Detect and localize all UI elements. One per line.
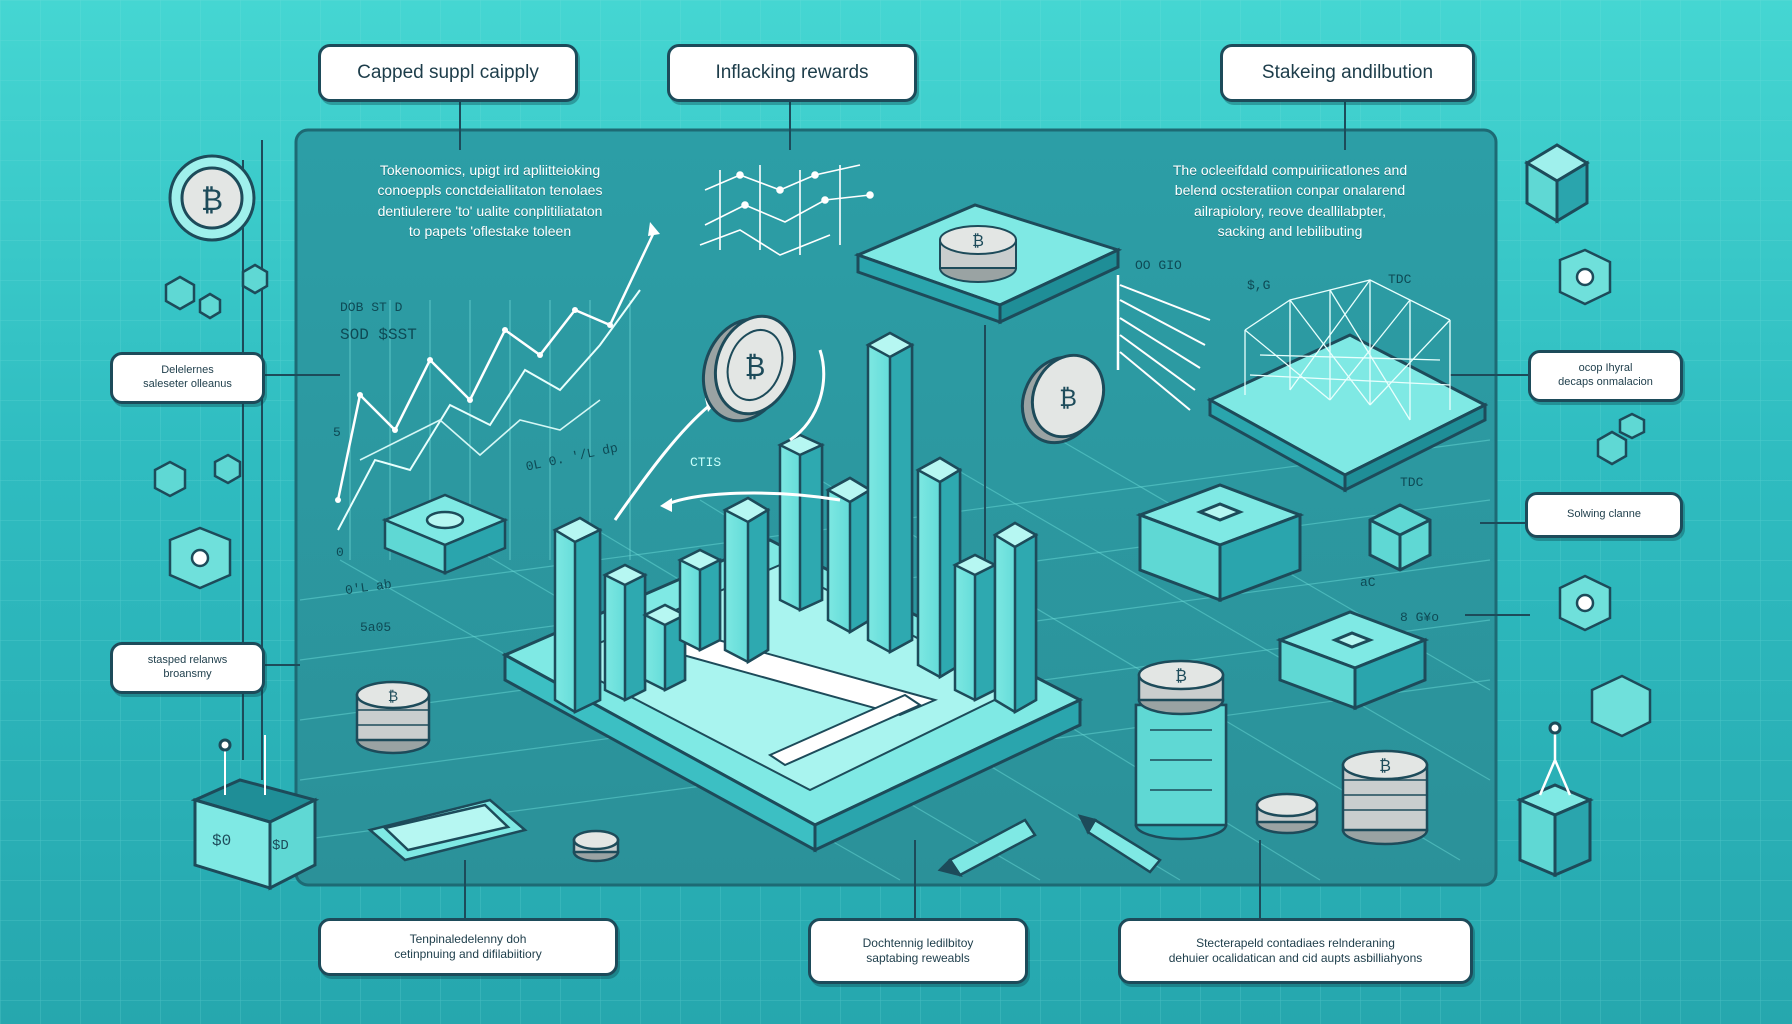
bar-4 [677,548,723,653]
coin-stack-right: ₿ [1341,749,1429,846]
bar-7 [825,476,873,635]
bar-9 [915,456,963,680]
coin-stack-top: ₿ [939,225,1017,283]
server-box-small [1275,610,1430,711]
svg-text:₿: ₿ [972,231,984,250]
line-series-3 [359,399,601,461]
bar-6 [777,433,826,612]
bar-8 [865,331,915,655]
network-sketch [699,164,874,256]
sg-label: $,G [1247,278,1271,293]
panel-text-right: The ocleeifdald compuiriicatlones and be… [1172,162,1408,239]
network-node-icon [168,248,1652,738]
tdc-top-label: TDC [1388,272,1412,287]
box-label-left: $0 [212,832,232,850]
coin-large: ₿ [701,314,797,423]
svg-text:₿: ₿ [388,689,398,705]
arrow-head [660,498,672,512]
bar-5 [722,496,771,665]
callout-inflacking-rewards: Inflacking rewards [667,44,917,102]
wireframe-lattice [1206,279,1489,493]
cash-box [190,735,320,891]
flow-arrows [613,349,841,521]
bill-stack [381,493,509,575]
chart-label-five: 5 [333,425,341,440]
callout-right-middle: Solwing clanne [1525,492,1683,538]
server-box-large [1135,483,1305,603]
coin-medium: ₿ [1020,353,1106,445]
coin-small-left [572,829,620,863]
bar-chart-3d [552,331,1039,715]
bar-11 [992,521,1039,715]
chart-label-top: DOB ST D [340,300,403,315]
callout-left-lower: stasped relanws broansmy [110,642,265,694]
right-chart-label: OO GIO [1135,258,1182,273]
svg-text:₿: ₿ [1175,666,1187,685]
bar-10 [952,553,998,703]
bar-1 [552,516,603,714]
hex-node-icons [153,263,1646,498]
callout-capped-supply: Capped suppl caipply [318,44,578,102]
coin-stack-left: ₿ [355,680,431,755]
cts-label: CTIS [690,455,722,470]
panel-text-left: Tokenoomics, upigt ird apliitteioking co… [377,162,603,239]
callout-bottom-middle: Dochtennig ledilbitoy saptabing reweabls [808,918,1028,984]
callout-bottom-right: Stecterapeld contadiaes relnderaning deh… [1118,918,1473,984]
coin-small-right [1255,792,1319,835]
box-label-right: $D [272,838,289,854]
ac-label: aC [1360,575,1376,590]
svg-text:₿: ₿ [745,350,766,383]
line-chart-right [1116,275,1211,411]
callout-bottom-left: Tenpinaledelenny doh cetinpnuing and dif… [318,918,618,976]
svg-text:₿: ₿ [1059,384,1077,412]
callout-staking-distribution: Stakeing andilbution [1220,44,1475,102]
line-series-1 [336,229,657,501]
gio-label: 8 G¥o [1400,610,1440,625]
tower-icon [1516,721,1594,878]
tdc-mid-label: TDC [1400,475,1424,490]
chart-label-sub: SOD $SST [340,326,417,344]
chart-label-zero: 0 [336,545,344,560]
bar-2 [602,563,648,703]
coin-stack-right-tall: ₿ [1134,659,1228,841]
sabs-label: 5a05 [360,620,392,635]
bar-3 [642,603,688,693]
callout-right-upper: ocop Ihyral decaps onmalacion [1528,350,1683,402]
line-chart-left [335,222,660,560]
callout-left-upper: Delelernes saleseter olleanus [110,352,265,404]
pencil-icon [937,814,1162,877]
cube-icon [1524,143,1590,224]
svg-text:₿: ₿ [1379,756,1391,775]
tablet-icon [367,798,528,862]
line-series-2 [337,289,641,531]
coin-badge-icon: ₿ [168,154,256,242]
hex-cube-icon [1368,503,1432,572]
svg-text:₿: ₿ [201,183,223,218]
